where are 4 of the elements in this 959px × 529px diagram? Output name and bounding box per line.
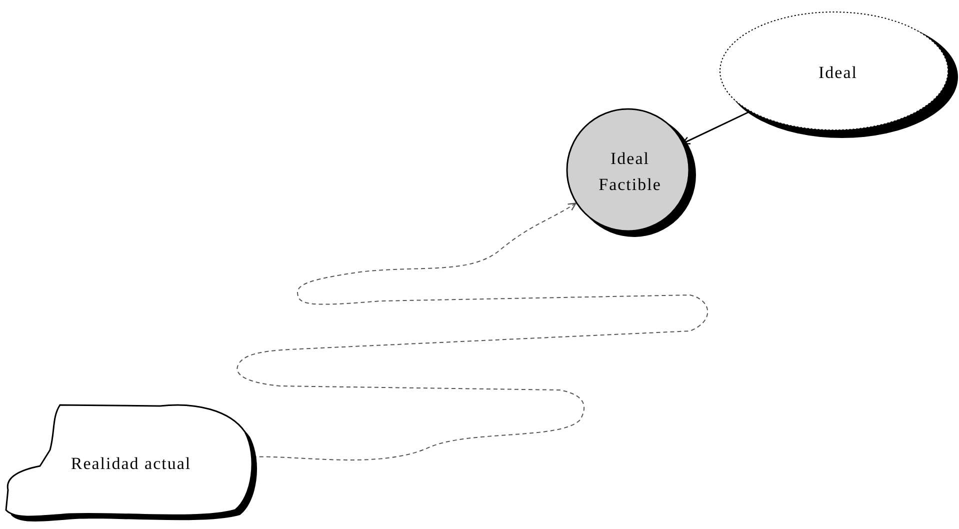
node-label: Ideal Factible xyxy=(598,148,662,196)
arrow xyxy=(236,202,708,460)
node-label: Ideal xyxy=(818,62,858,84)
node-label: Realidad actual xyxy=(70,453,192,475)
